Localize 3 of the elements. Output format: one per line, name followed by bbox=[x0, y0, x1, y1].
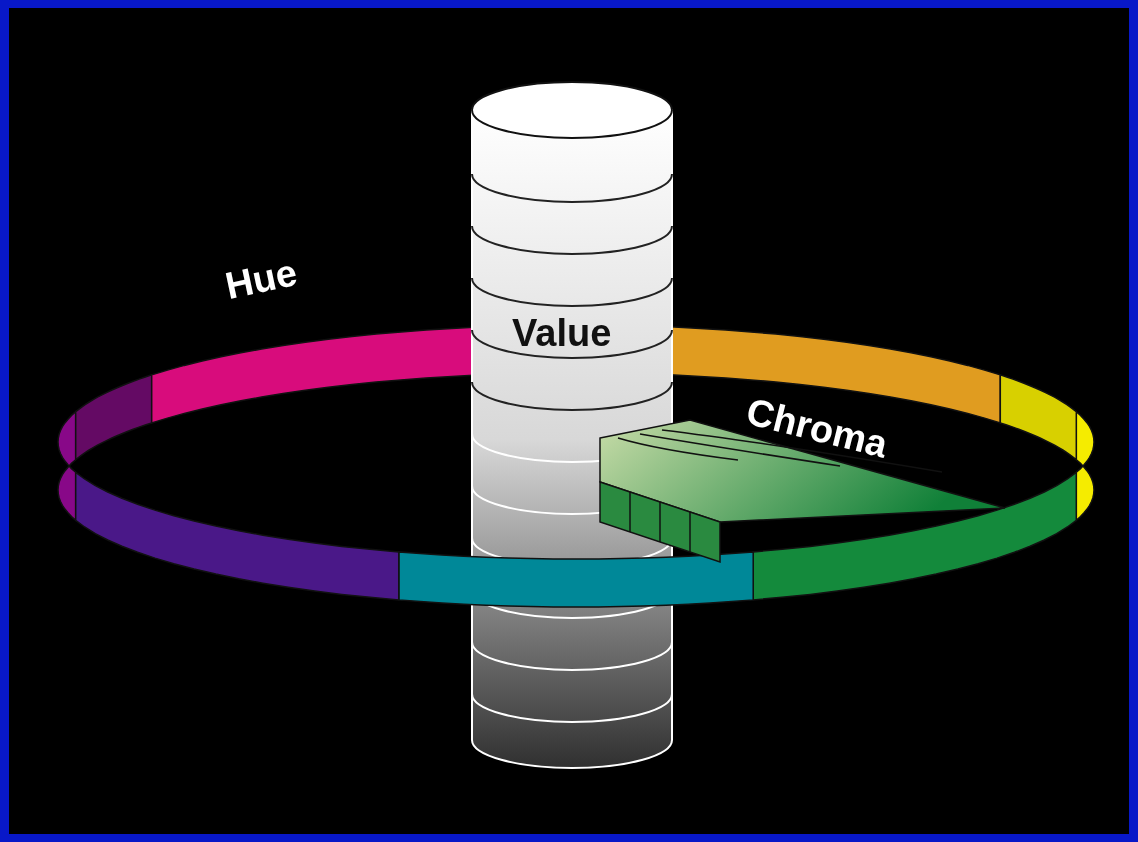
hue-label: Hue bbox=[222, 253, 301, 306]
value-label: Value bbox=[512, 314, 612, 352]
chroma-label: Chroma bbox=[742, 392, 892, 464]
